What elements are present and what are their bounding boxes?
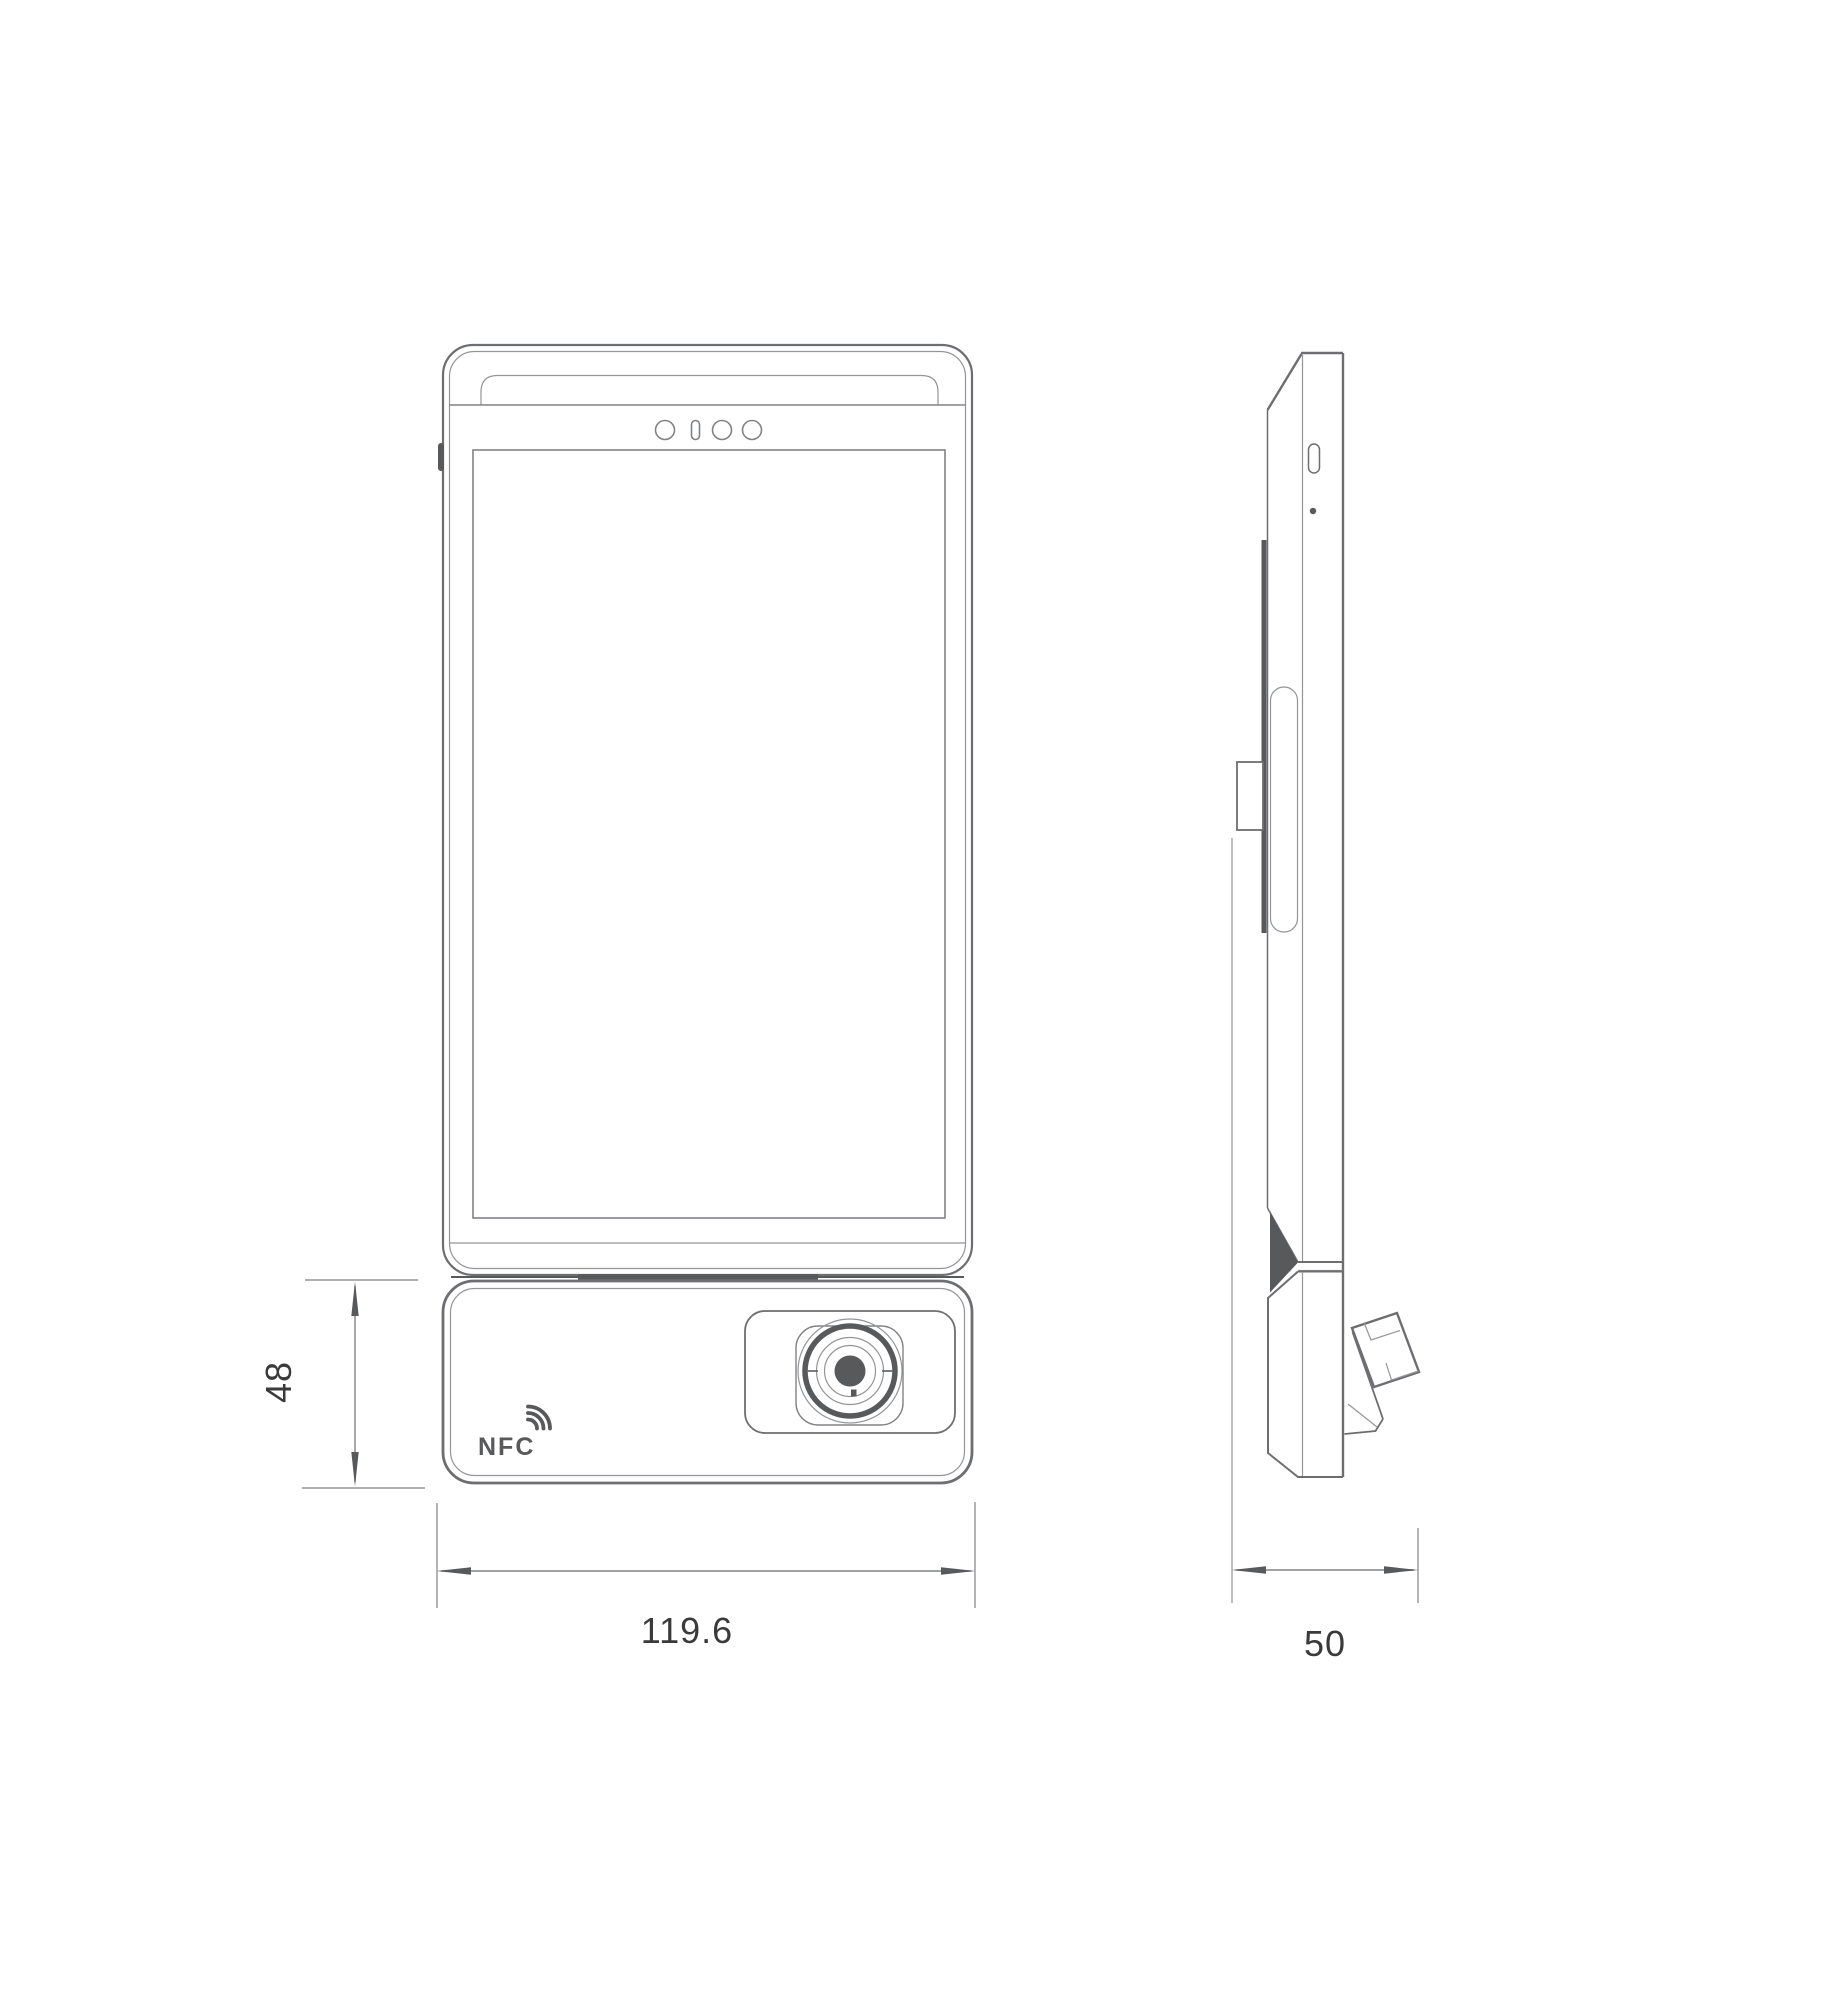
connector-bracket-foot (1344, 1418, 1384, 1435)
dimension-device-width: 119.6 (436, 1502, 976, 1651)
arrowhead-right-icon (941, 1567, 976, 1575)
arrowhead-down-icon (351, 1452, 359, 1487)
side-mic-dot (1309, 507, 1317, 515)
front-camera-icon (741, 419, 763, 441)
dimension-value-119-6: 119.6 (641, 1610, 733, 1651)
lens-barrel-ring (802, 1323, 898, 1419)
payment-module-side (1267, 1270, 1343, 1478)
arrowhead-left-icon (436, 1567, 471, 1575)
module-inner-line (449, 1287, 966, 1477)
connector-bracket-fold (1347, 1403, 1378, 1428)
lens-glass-ring (823, 1344, 877, 1398)
arrowhead-up-icon (351, 1281, 359, 1316)
display-screen (472, 449, 946, 1219)
lens-index-mark (851, 1389, 857, 1397)
side-top-chamfer (1266, 353, 1303, 411)
dimension-module-height: 48 (258, 1279, 425, 1489)
dimension-value-48: 48 (258, 1361, 299, 1403)
sensor-hole-icon (654, 419, 676, 441)
usb-plug (1350, 1311, 1421, 1389)
module-side-outline (1267, 1270, 1343, 1478)
lens-outer-ring (797, 1318, 903, 1424)
nfc-logo: NFC (478, 1404, 552, 1461)
front-sensor-array (654, 419, 763, 441)
usb-plug-notch (1363, 1322, 1401, 1341)
power-button (438, 443, 444, 471)
seam-wedge (1270, 1212, 1298, 1293)
speaker-bar (480, 374, 939, 405)
rear-connector (1344, 1311, 1421, 1435)
arrowhead-left-icon (1231, 1566, 1266, 1574)
camera-lens (797, 1318, 903, 1424)
mic-slot-icon (690, 419, 701, 441)
camera-plate (744, 1310, 956, 1434)
usb-plug-notch (1385, 1362, 1419, 1381)
card-slot-bumper (1261, 540, 1267, 933)
arrowhead-right-icon (1384, 1566, 1419, 1574)
connector-bracket-edge (1351, 1331, 1384, 1420)
nfc-waves-icon (526, 1404, 552, 1431)
lens-aperture (834, 1355, 866, 1387)
card-swipe-groove (1269, 686, 1299, 933)
side-button (1307, 443, 1321, 474)
nfc-label: NFC (478, 1433, 535, 1461)
payment-module-front: NFC (441, 1279, 974, 1485)
card-reader-block (1236, 761, 1264, 831)
sensor-hole-icon (711, 419, 733, 441)
front-body-inner-line (448, 350, 967, 1270)
side-view (1236, 351, 1421, 1478)
front-view (438, 343, 974, 1280)
dimension-value-50: 50 (1304, 1623, 1346, 1664)
dimension-device-depth: 50 (1231, 838, 1419, 1664)
